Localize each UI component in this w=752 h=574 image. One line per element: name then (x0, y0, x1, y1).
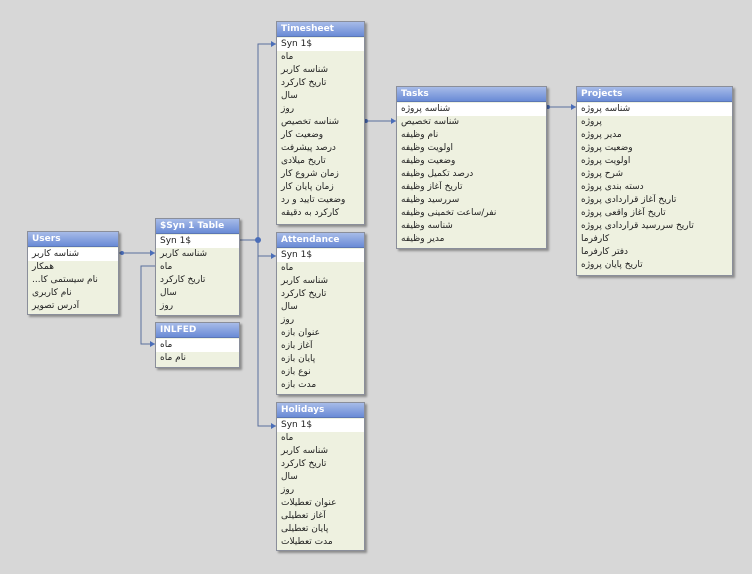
table-field[interactable]: تاریخ کارکرد (160, 275, 206, 285)
table-field[interactable]: ماه (156, 339, 239, 352)
table-field[interactable]: مدیر پروژه (581, 130, 622, 140)
table-field[interactable]: روز (281, 104, 295, 114)
table-field[interactable]: ماه (281, 52, 294, 62)
table-field[interactable]: نام ماه (160, 353, 186, 363)
table-field[interactable]: تاریخ میلادی (281, 156, 326, 166)
table-field[interactable]: تاریخ کارکرد (281, 78, 327, 88)
table-field[interactable]: تاریخ کارکرد (281, 289, 327, 299)
table-title[interactable]: Timesheet (277, 22, 364, 37)
table-field[interactable]: عنوان تعطیلات (281, 498, 337, 508)
table-field[interactable]: شناسه کاربر (28, 248, 118, 261)
table-field[interactable]: سال (160, 288, 177, 298)
table-field[interactable]: تاریخ پایان پروژه (581, 260, 643, 270)
table-field[interactable]: آغاز تعطیلی (281, 511, 326, 521)
table-field[interactable]: شرح پروژه (581, 169, 624, 179)
table-field[interactable]: $Syn 1 (156, 235, 239, 248)
table-field[interactable]: شناسه کاربر (281, 65, 329, 75)
table-field[interactable]: عنوان بازه (281, 328, 321, 338)
table-field[interactable]: درصد تکمیل وظیفه (401, 169, 474, 179)
table-field[interactable]: شناسه کاربر (281, 446, 329, 456)
table-field[interactable]: ماه (281, 263, 294, 273)
table-field[interactable]: نفر/ساعت تخمینی وظیفه (401, 208, 497, 218)
table-field[interactable]: وضعیت پروژه (581, 143, 633, 153)
table-field[interactable]: شناسه تخصیص (401, 117, 460, 127)
link-hub-attendance (257, 240, 276, 257)
table-field[interactable]: $Syn 1 (277, 419, 364, 432)
table-field[interactable]: کارکرد به دقیقه (281, 208, 340, 218)
table-field[interactable]: شناسه کاربر (281, 276, 329, 286)
table-title[interactable]: INLFED (156, 323, 239, 338)
table-field[interactable]: دسته بندی پروژه (581, 182, 644, 192)
table-field[interactable]: آدرس تصویر (32, 301, 80, 311)
table-field[interactable]: وضعیت وظیفه (401, 156, 456, 166)
table-field[interactable]: پایان بازه (281, 354, 316, 364)
link-hub-holidays (257, 240, 276, 427)
table-field[interactable]: شناسه پروژه (577, 103, 732, 116)
table-field[interactable]: تاریخ آغاز واقعی پروژه (581, 208, 666, 218)
table-field[interactable]: شناسه وظیفه (401, 221, 453, 231)
table-field[interactable]: نوع بازه (281, 367, 311, 377)
table-field[interactable]: وضعیت کار (281, 130, 324, 140)
table-field[interactable]: روز (281, 315, 295, 325)
table-field[interactable]: مدیر وظیفه (401, 234, 445, 244)
table-field[interactable]: نام وظیفه (401, 130, 439, 140)
table-field[interactable]: درصد پیشرفت (281, 143, 336, 153)
table-field[interactable]: وضعیت تایید و رد (281, 195, 346, 205)
table-field[interactable]: ماه (281, 433, 294, 443)
table-field[interactable]: مدت بازه (281, 380, 317, 390)
table-field[interactable]: سال (281, 302, 298, 312)
table-field[interactable]: آغاز بازه (281, 341, 313, 351)
table-field[interactable]: تاریخ آغاز وظیفه (401, 182, 463, 192)
table-field[interactable]: سال (281, 91, 298, 101)
table-title[interactable]: Holidays (277, 403, 364, 418)
table-field[interactable]: $Syn 1 (277, 249, 364, 262)
link-hub-timesheet (257, 43, 276, 240)
table-field[interactable]: زمان پایان کار (281, 182, 334, 192)
table-field[interactable]: تاریخ کارکرد (281, 459, 327, 469)
table-field[interactable]: مدت تعطیلات (281, 537, 333, 547)
table-field[interactable]: اولویت وظیفه (401, 143, 454, 153)
table-field[interactable]: شناسه پروژه (397, 103, 546, 116)
table-field[interactable]: سررسید وظیفه (401, 195, 460, 205)
table-field[interactable]: شناسه تخصیص (281, 117, 340, 127)
table-field[interactable]: تاریخ آغاز قراردادی پروژه (581, 195, 677, 205)
table-field[interactable]: سال (281, 472, 298, 482)
table-field[interactable]: زمان شروع کار (281, 169, 339, 179)
table-field[interactable]: ماه (160, 262, 173, 272)
table-title[interactable]: $Syn 1 Table (156, 219, 239, 234)
table-title[interactable]: Attendance (277, 233, 364, 248)
table-field[interactable]: نام سیستمی کا... (32, 275, 98, 285)
table-field[interactable]: کارفرما (581, 234, 610, 244)
table-title[interactable]: Users (28, 232, 118, 247)
table-field[interactable]: نام کاربری (32, 288, 72, 298)
table-field[interactable]: همکار (32, 262, 55, 272)
table-field[interactable]: دفتر کارفرما (581, 247, 629, 257)
table-field[interactable]: روز (160, 301, 174, 311)
table-field[interactable]: روز (281, 485, 295, 495)
table-field[interactable]: پروژه (581, 117, 602, 127)
link-syn1-inlfed (140, 265, 155, 345)
table-title[interactable]: Tasks (397, 87, 546, 102)
table-field[interactable]: پایان تعطیلی (281, 524, 329, 534)
table-field[interactable]: اولویت پروژه (581, 156, 631, 166)
table-field[interactable]: شناسه کاربر (160, 249, 208, 259)
table-field[interactable]: $Syn 1 (277, 38, 364, 51)
table-field[interactable]: تاریخ سررسید قراردادی پروژه (581, 221, 694, 231)
table-title[interactable]: Projects (577, 87, 732, 102)
